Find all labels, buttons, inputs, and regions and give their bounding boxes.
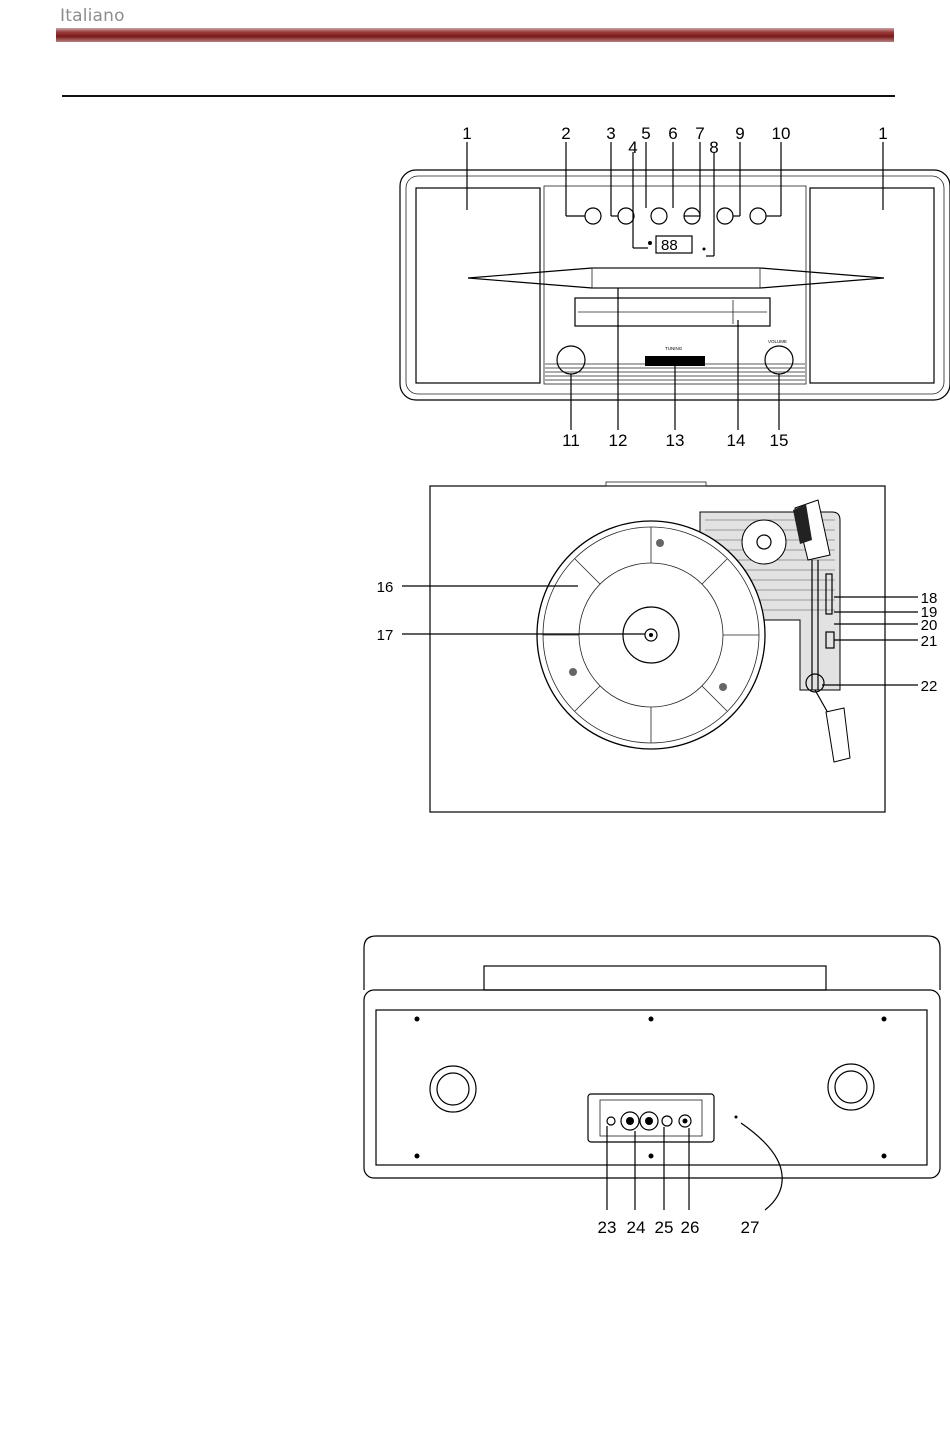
callout-12: 12 [609, 431, 628, 450]
callout-16: 16 [377, 579, 394, 596]
callout-22: 22 [921, 678, 938, 695]
callout-4: 4 [628, 138, 637, 157]
front-view: 88 VOLUME TUNING [400, 124, 950, 450]
volume-panel-label: VOLUME [768, 339, 787, 344]
callout-10: 10 [772, 124, 791, 143]
callout-6: 6 [668, 124, 677, 143]
left-speaker [416, 188, 540, 383]
top-view: 16 17 18 19 20 21 22 [377, 482, 938, 812]
callout-1-left: 1 [462, 124, 471, 143]
right-speaker [810, 188, 934, 383]
callout-8: 8 [709, 138, 718, 157]
callout-15: 15 [770, 431, 789, 450]
callout-23: 23 [598, 1218, 617, 1237]
callout-11: 11 [562, 431, 580, 450]
rear-view: 23 24 25 26 27 [364, 936, 940, 1237]
callout-27: 27 [741, 1218, 760, 1237]
callout-25: 25 [655, 1218, 674, 1237]
tuning-indicator [645, 356, 705, 366]
callout-2: 2 [561, 124, 570, 143]
function-knob [557, 346, 585, 374]
callout-5: 5 [641, 124, 650, 143]
callout-26: 26 [681, 1218, 700, 1237]
volume-knob [765, 346, 793, 374]
callout-13: 13 [666, 431, 685, 450]
callout-7: 7 [695, 124, 704, 143]
tuning-panel-label: TUNING [665, 346, 683, 351]
callout-21: 21 [921, 633, 938, 650]
callout-9: 9 [735, 124, 744, 143]
callout-14: 14 [727, 431, 746, 450]
callout-3: 3 [606, 124, 615, 143]
callout-24: 24 [627, 1218, 646, 1237]
callout-1-right: 1 [878, 124, 887, 143]
svg-text:88: 88 [661, 237, 678, 254]
cd-slot [468, 268, 884, 288]
callout-17: 17 [377, 627, 394, 644]
callout-20: 20 [921, 617, 938, 634]
